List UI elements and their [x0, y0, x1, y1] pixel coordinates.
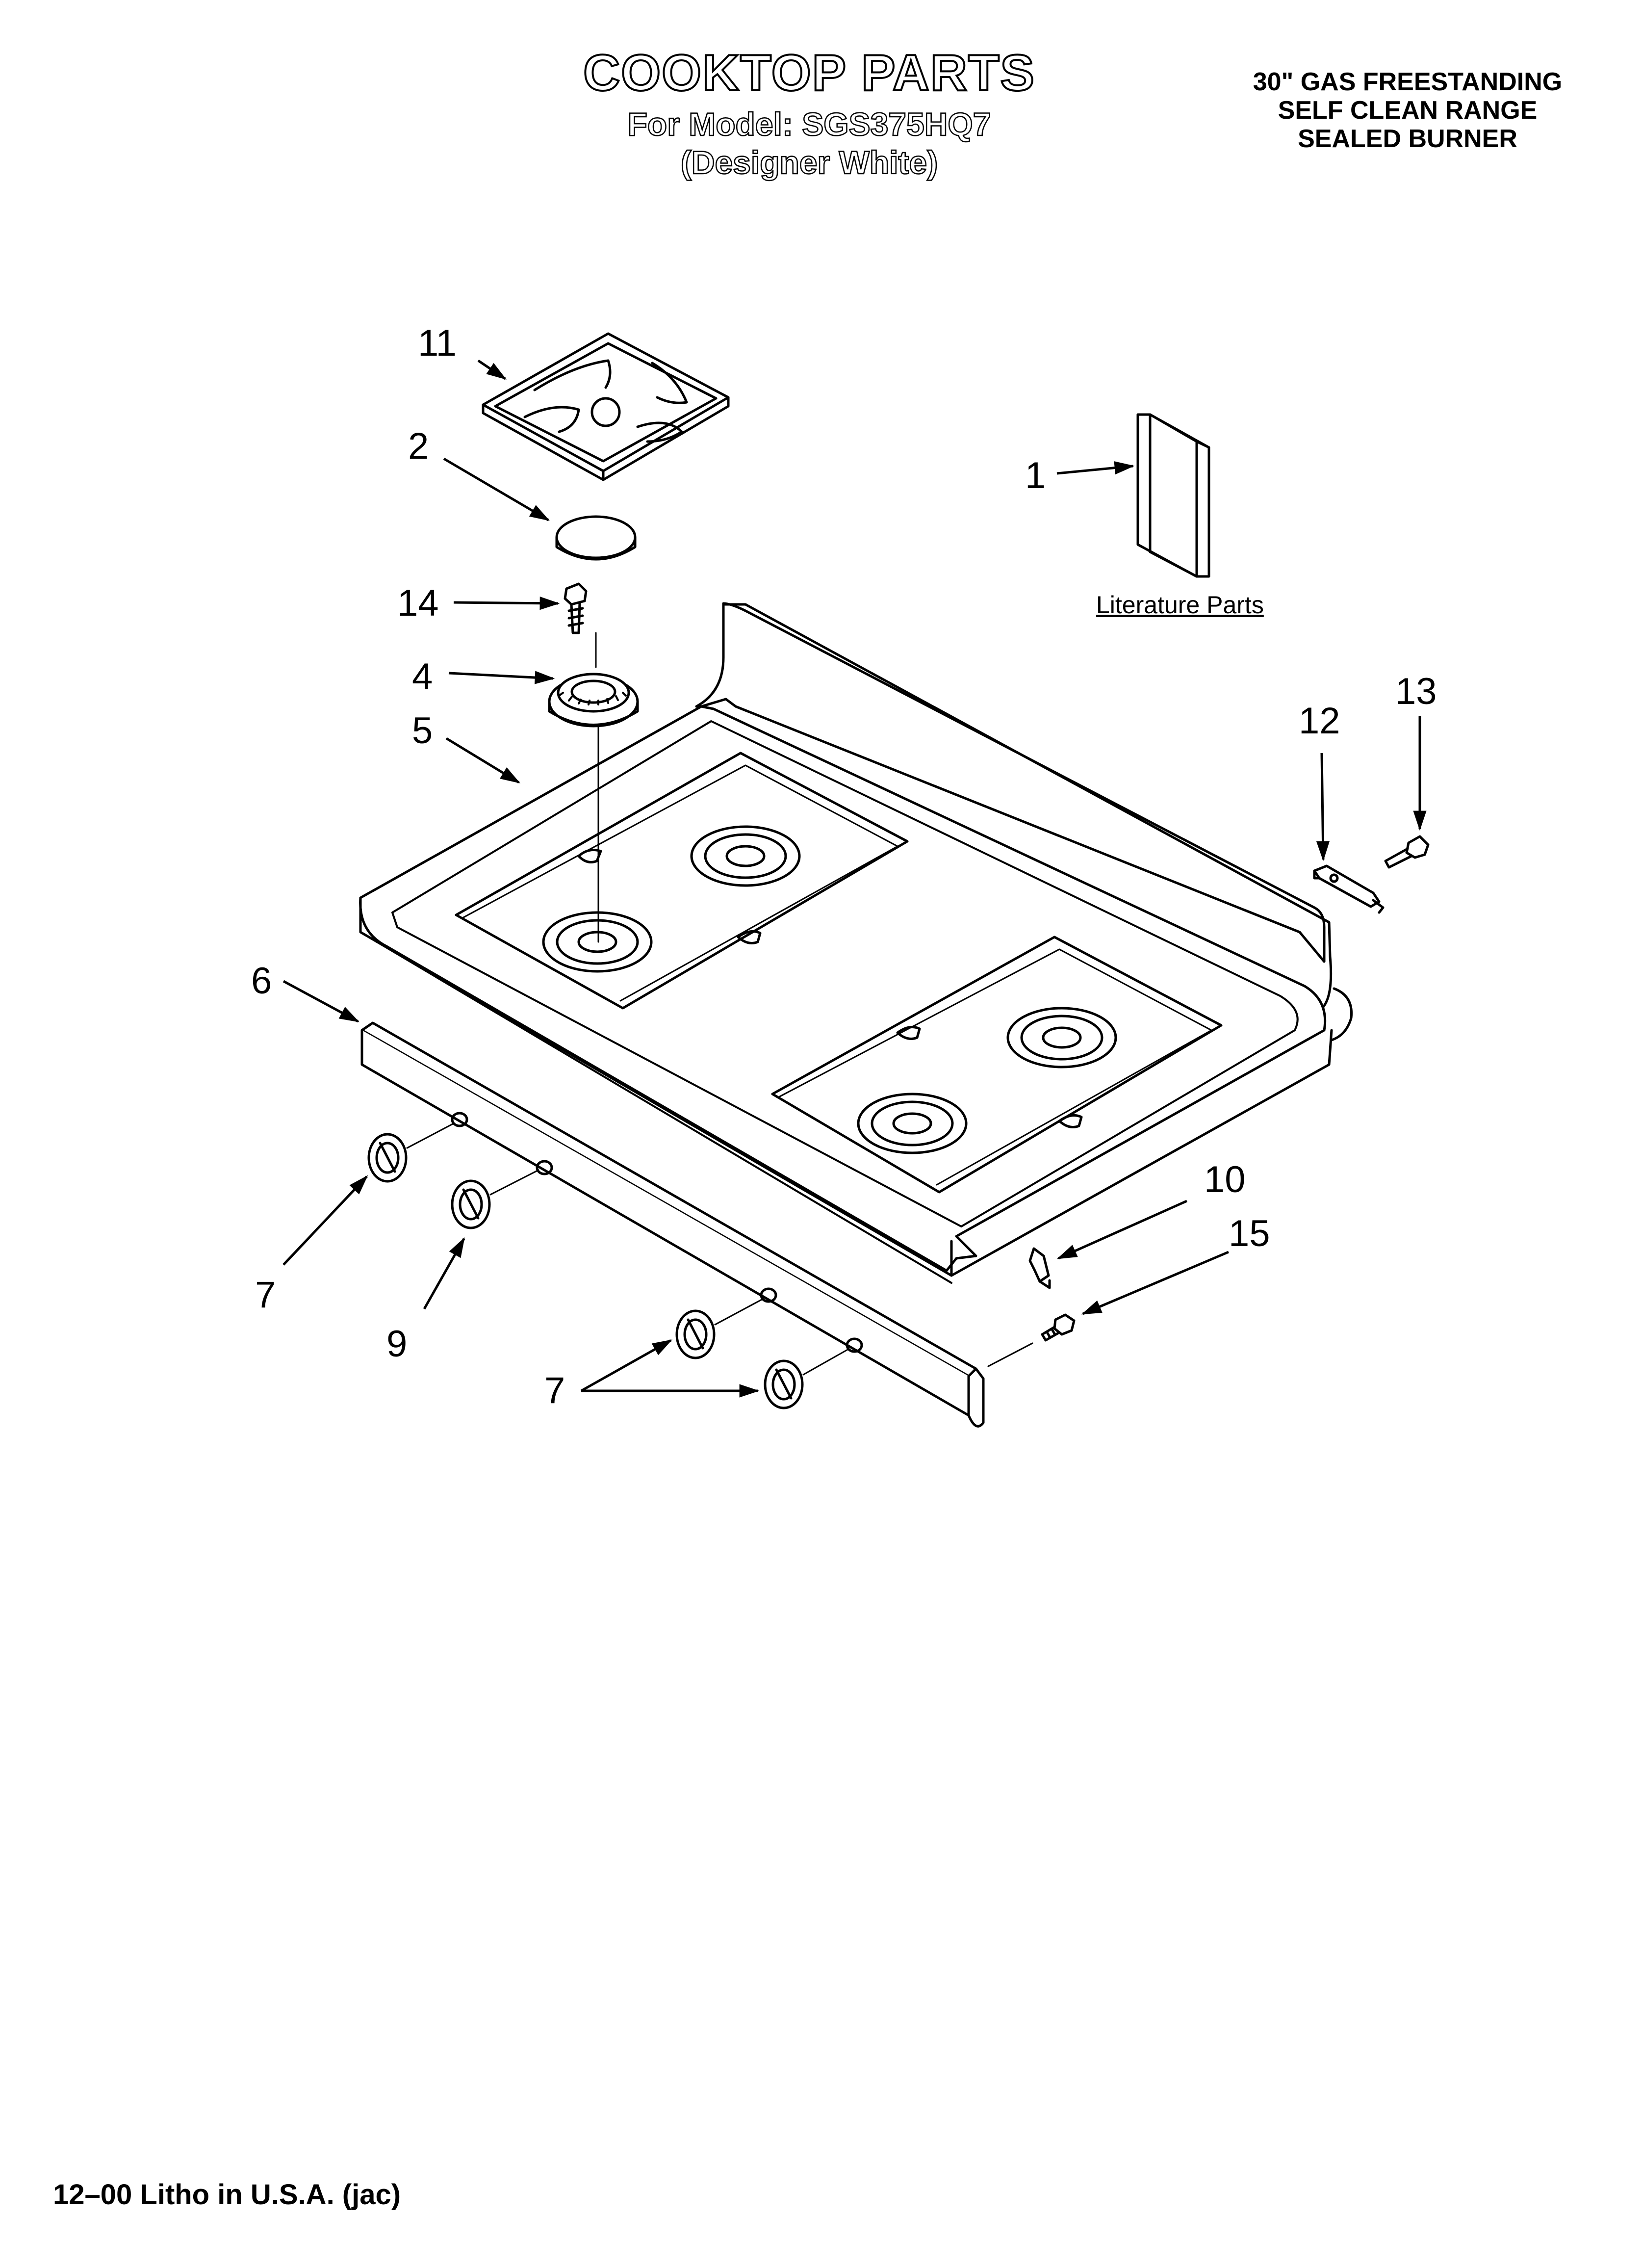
knob	[764, 1359, 804, 1409]
callouts: 11 2 14 4 5 6 1 7 9 7 10 15 12 13 Litera…	[251, 322, 1437, 1411]
cooktop-body	[359, 602, 1353, 1284]
screw	[1041, 1313, 1076, 1342]
knob	[367, 1133, 408, 1183]
clip	[1028, 1247, 1051, 1289]
variant-line: (Designer White)	[680, 144, 939, 182]
screw	[564, 582, 588, 634]
callout-11: 11	[418, 322, 457, 364]
leader-lines	[282, 359, 1427, 1398]
callout-5: 5	[412, 710, 433, 752]
callout-6: 6	[251, 960, 272, 1002]
callout-9: 9	[386, 1323, 407, 1365]
knob	[451, 1179, 491, 1229]
litho-footer: 12–00 Litho in U.S.A. (jac)	[53, 2179, 401, 2211]
spec-line: SEALED BURNER	[1298, 125, 1517, 153]
callout-1: 1	[1025, 455, 1046, 496]
model-line: For Model: SGS375HQ7	[627, 105, 991, 143]
callout-13: 13	[1395, 671, 1437, 712]
callout-15: 15	[1229, 1213, 1270, 1254]
callout-4: 4	[412, 656, 433, 698]
spec-line: 30" GAS FREESTANDING	[1253, 68, 1563, 96]
burner-cap	[555, 515, 637, 561]
callout-7: 7	[544, 1370, 565, 1411]
burner-head	[548, 673, 639, 728]
bracket	[1313, 864, 1385, 914]
spec-block: 30" GAS FREESTANDING SELF CLEAN RANGE SE…	[1211, 68, 1604, 153]
callout-10: 10	[1204, 1159, 1246, 1200]
callout-2: 2	[408, 425, 429, 467]
page-title: COOKTOP PARTS	[582, 44, 1035, 103]
callout-12: 12	[1299, 700, 1340, 742]
screw	[1384, 835, 1430, 869]
callout-14: 14	[397, 582, 439, 624]
burner-grate	[482, 332, 730, 481]
literature-book	[1136, 413, 1210, 578]
callout-7: 7	[255, 1274, 276, 1316]
literature-parts-label: Literature Parts	[1096, 591, 1264, 619]
spec-line: SELF CLEAN RANGE	[1278, 96, 1538, 125]
control-panel	[360, 1021, 985, 1428]
knob	[675, 1309, 716, 1359]
